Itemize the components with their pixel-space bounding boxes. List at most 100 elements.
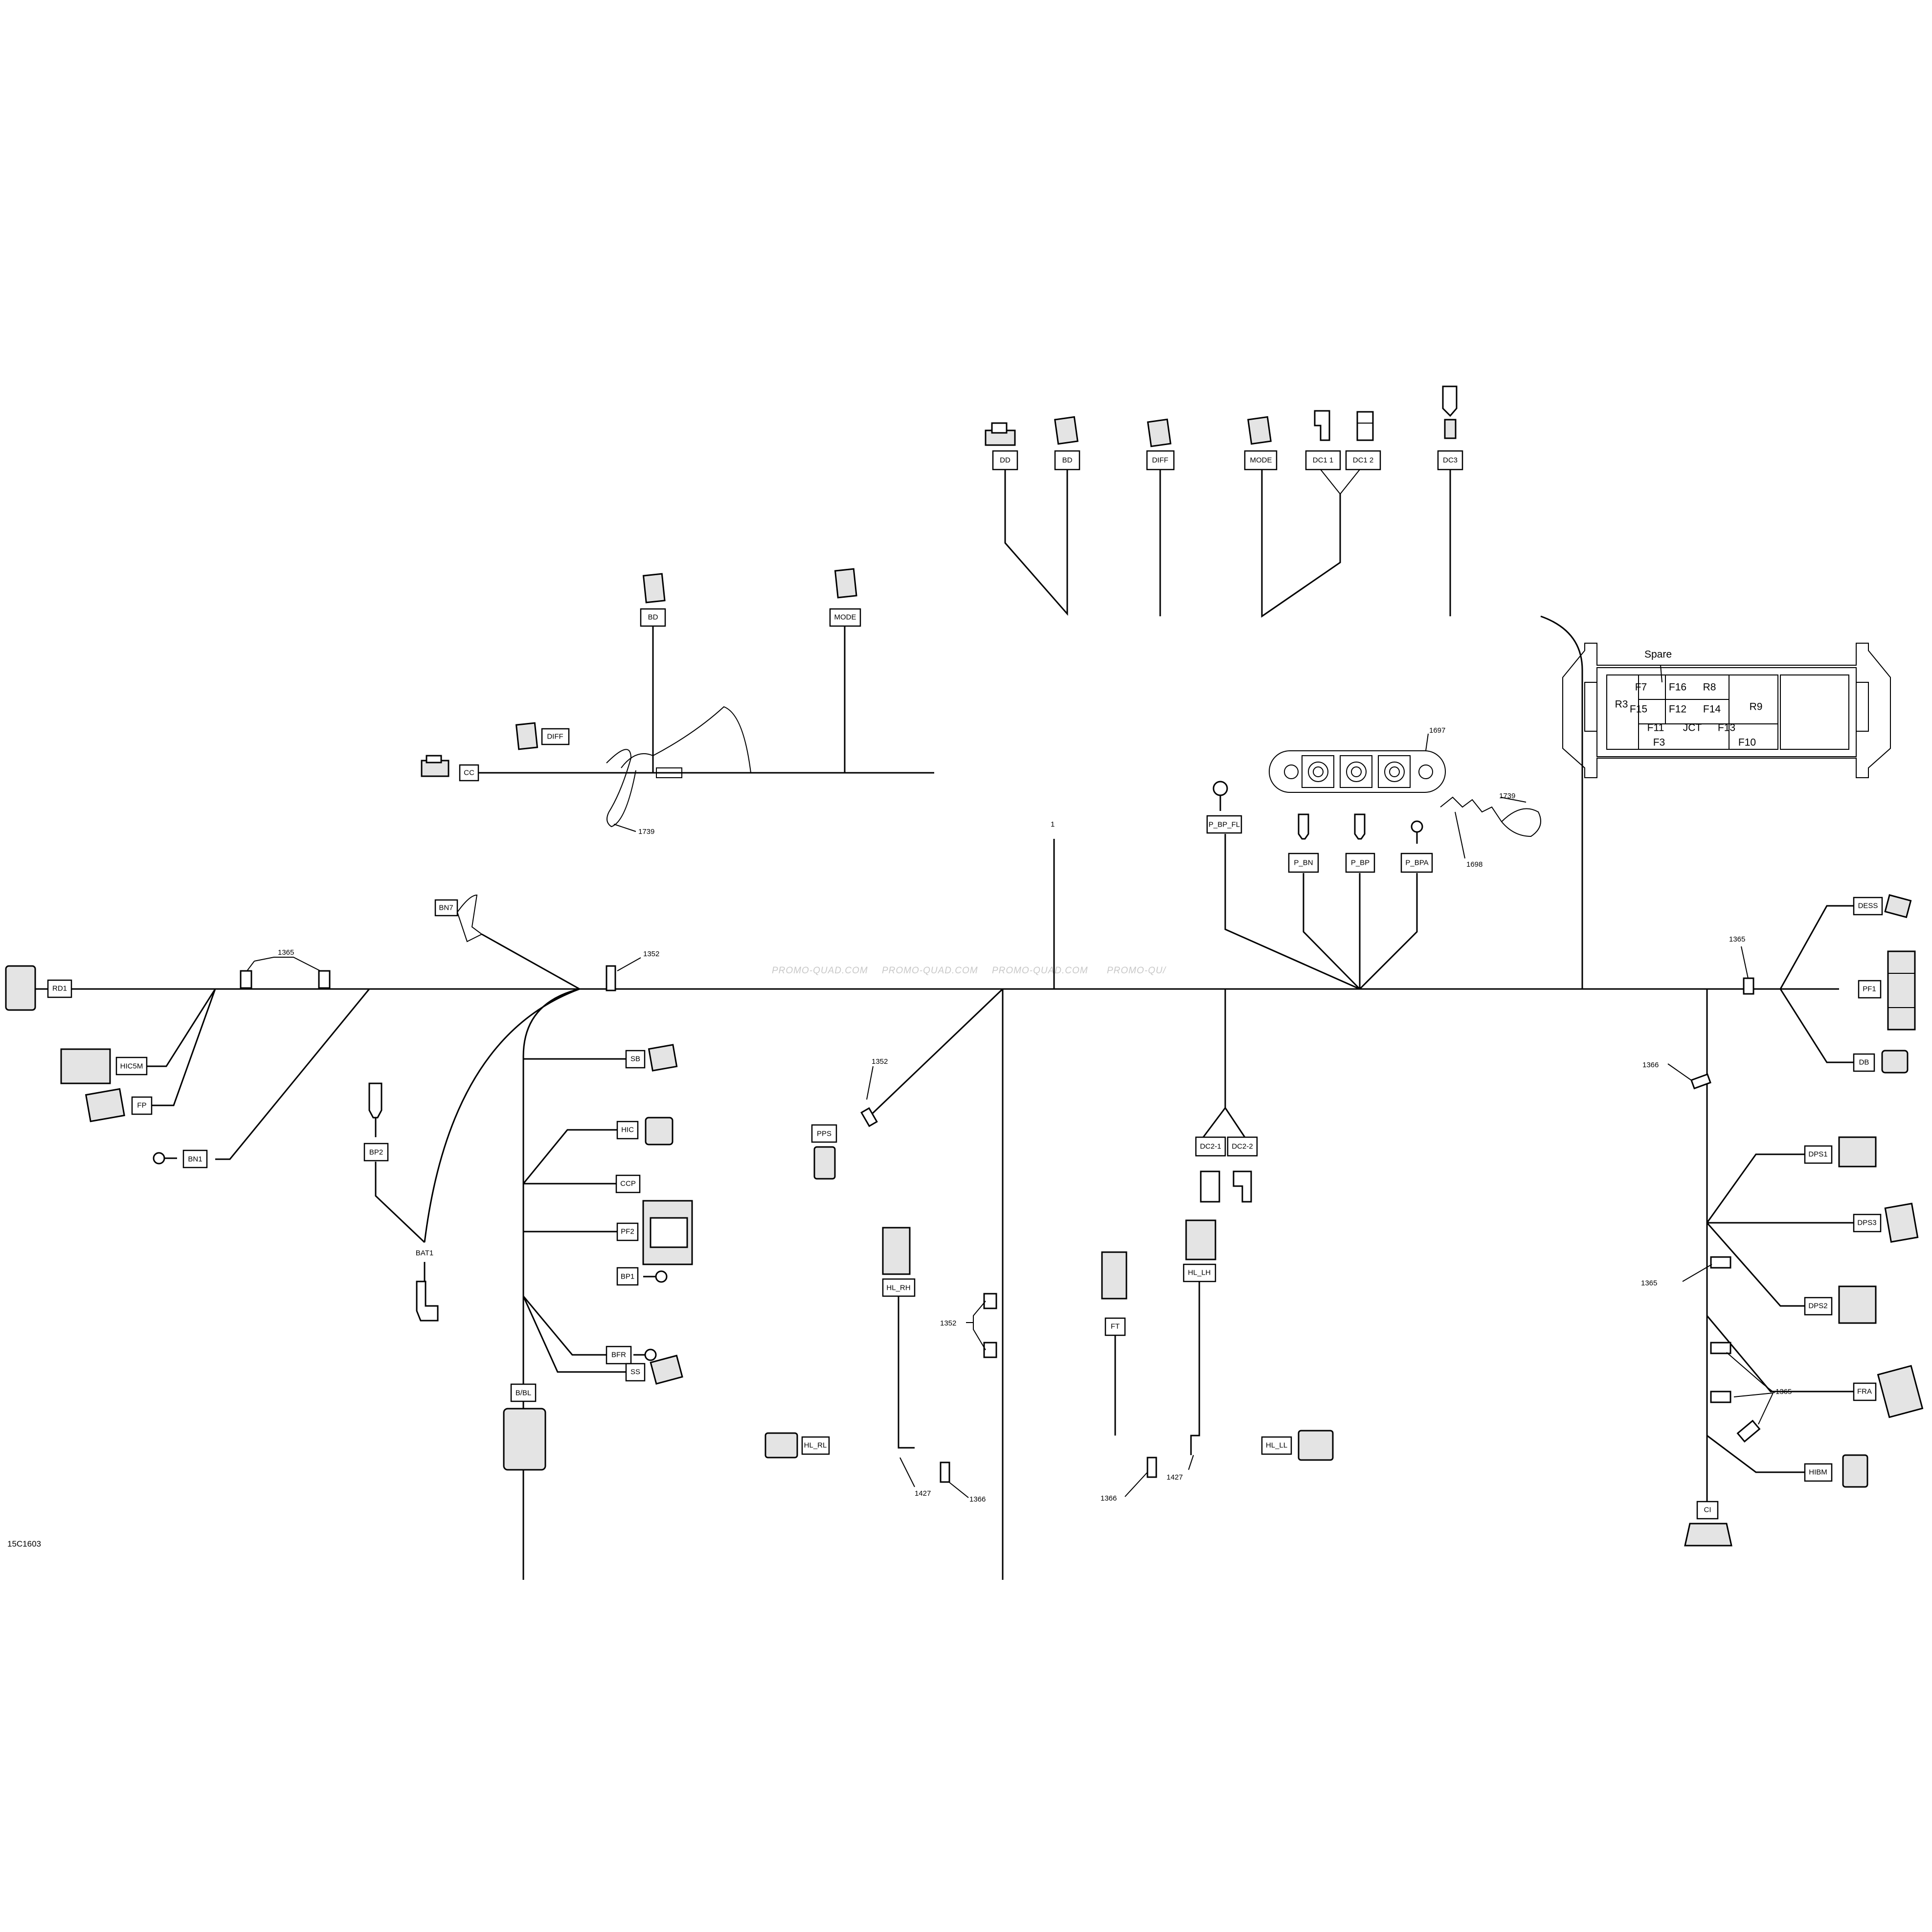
terminal-bfr[interactable]: BFR <box>606 1346 657 1365</box>
fuse-cell: F14 <box>1703 704 1721 715</box>
fuse-cell: R9 <box>1750 701 1763 713</box>
connector-label: DC1 1 <box>1313 456 1334 465</box>
connector-hic5m[interactable]: HIC5M <box>60 1048 148 1084</box>
callout-number: 1366 <box>1101 1494 1117 1503</box>
connector-fra[interactable]: FRA <box>1853 1365 1924 1418</box>
connector-label: P_BP_FL <box>1209 821 1240 829</box>
connector-label: HL_LL <box>1266 1441 1287 1450</box>
connector-diff-mid[interactable]: DIFF <box>515 722 570 750</box>
connector-rd1[interactable]: RD1 <box>5 965 72 1011</box>
connector-pf2[interactable]: PF2 <box>616 1200 693 1265</box>
connector-ss[interactable]: SS <box>625 1354 683 1385</box>
dc2-group: DC2-1 DC2-2 <box>1195 989 1258 1203</box>
fuse-spare-label: Spare <box>1644 649 1672 660</box>
callout-number: 1697 <box>1429 726 1445 735</box>
callout-number: 1427 <box>915 1489 931 1498</box>
connector-dc2-1[interactable]: DC2-1 <box>1195 1136 1226 1203</box>
terminal-bat1[interactable]: BAT1 <box>416 1249 439 1322</box>
connector-dc1-1[interactable]: DC1 1 <box>1305 410 1341 471</box>
connector-mode-top[interactable]: MODE <box>1244 416 1278 471</box>
connector-label: DB <box>1859 1058 1869 1067</box>
connector-label: HL_RH <box>886 1284 910 1292</box>
callout-number: 1365 <box>1729 935 1745 944</box>
connector-label: SB <box>630 1055 640 1063</box>
connector-label: DPS2 <box>1808 1302 1827 1310</box>
callout-number: 1739 <box>1499 792 1515 800</box>
upper-left-branch: 1739 BD MODE DIFF CC <box>421 568 934 836</box>
connector-diff-top[interactable]: DIFF <box>1146 418 1175 471</box>
terminal-p-bn[interactable]: P_BN <box>1288 813 1319 873</box>
terminal-bn1[interactable]: BN1 <box>153 1149 208 1168</box>
connector-bd-top[interactable]: BD <box>1054 416 1080 471</box>
left-region: RD1 1365 HIC5M FP BN1 <box>5 894 693 1580</box>
connector-label: DC3 <box>1443 456 1458 465</box>
connector-label: BD <box>648 613 658 622</box>
callout-number: 1365 <box>278 948 294 957</box>
connector-cc[interactable]: CC <box>421 755 479 782</box>
right-end-group: 1365 DESS PF1 DB <box>1729 894 1916 1074</box>
terminal-p-bp-fl[interactable]: P_BP_FL <box>1206 781 1242 834</box>
fuse-cell: F10 <box>1738 737 1756 748</box>
terminal-p-bp[interactable]: P_BP <box>1345 813 1375 873</box>
connector-ft[interactable]: FT 1366 <box>1101 1251 1157 1503</box>
connector-label: RD1 <box>52 985 67 993</box>
fuse-box: Spare F7 F16 R8 R3 F15 F12 F14 R9 F11 JC… <box>1562 643 1891 778</box>
connector-hl-ll[interactable]: HL_LL <box>1261 1430 1334 1461</box>
connector-hic[interactable]: HIC <box>616 1117 674 1146</box>
connector-dc3[interactable]: DC3 <box>1437 385 1463 471</box>
connector-hl-rl[interactable]: HL_RL <box>764 1432 830 1459</box>
connector-label: FT <box>1111 1323 1120 1331</box>
connector-pps[interactable]: PPS <box>811 1124 837 1180</box>
fuse-cell: F3 <box>1653 737 1665 748</box>
connector-sb[interactable]: SB <box>625 1044 678 1072</box>
connector-mode-mid[interactable]: MODE <box>829 568 861 627</box>
connector-label: BAT1 <box>416 1249 433 1258</box>
diagram-reference: 15C1603 <box>7 1539 41 1549</box>
connector-label: BN7 <box>439 904 453 912</box>
callout-number: 1698 <box>1466 860 1483 869</box>
connector-fp[interactable]: FP <box>85 1088 153 1123</box>
terminal-bp2[interactable]: BP2 <box>363 1082 389 1162</box>
connector-label: HIC5M <box>120 1062 143 1071</box>
connector-pf1[interactable]: PF1 <box>1858 950 1916 1031</box>
connector-label: PF2 <box>621 1228 634 1236</box>
terminal-p-bpa[interactable]: P_BPA <box>1400 820 1433 873</box>
connector-hl-lh[interactable]: HL_LH 1427 <box>1167 1219 1216 1482</box>
connector-db[interactable]: DB <box>1853 1050 1909 1074</box>
fuse-cell: R8 <box>1703 682 1716 693</box>
connector-dc2-2[interactable]: DC2-2 <box>1227 1136 1258 1203</box>
connector-bd-mid[interactable]: BD <box>640 573 666 627</box>
connector-bn7[interactable]: BN7 <box>434 899 458 917</box>
connector-dps1[interactable]: DPS1 <box>1804 1136 1877 1168</box>
connector-label: HIC <box>621 1126 634 1134</box>
connector-label: SS <box>630 1368 640 1376</box>
connector-dd[interactable]: DD <box>985 422 1018 471</box>
connector-dps3[interactable]: DPS3 <box>1853 1202 1919 1243</box>
watermark-text: PROMO-QUAD.COM <box>772 966 868 976</box>
connector-label: B/BL <box>516 1389 532 1397</box>
connector-hibm[interactable]: HIBM <box>1804 1454 1868 1488</box>
callout-number: 1739 <box>638 828 654 836</box>
connector-label: CCP <box>620 1180 636 1188</box>
callout-number: 1427 <box>1167 1473 1183 1482</box>
connector-dc1-2[interactable]: DC1 2 <box>1345 411 1381 471</box>
connector-ccp[interactable]: CCP <box>615 1174 641 1193</box>
connector-label: P_BPA <box>1405 859 1428 867</box>
connector-label: CI <box>1704 1506 1711 1514</box>
fuse-cell: F7 <box>1635 682 1647 693</box>
connector-label: FRA <box>1857 1388 1872 1396</box>
callout-number: 1352 <box>940 1319 956 1327</box>
terminal-bp1[interactable]: BP1 <box>616 1267 668 1286</box>
callout-number: 1365 <box>1641 1279 1657 1287</box>
connector-dess[interactable]: DESS <box>1853 894 1912 919</box>
connector-dps2[interactable]: DPS2 <box>1804 1285 1877 1324</box>
wire-number: 1 <box>1051 820 1055 829</box>
connector-hl-rh[interactable]: HL_RH 1427 1366 <box>882 1227 986 1504</box>
power-terminal-group: 1697 1739 1698 P_BP_FL P_BN P_BP <box>1206 726 1541 990</box>
middle-region: 1352 PPS 1352 HL_RH 1427 1366 HL_RL <box>764 988 1334 1580</box>
connector-label: DIFF <box>1152 456 1168 465</box>
connector-label: FP <box>137 1101 146 1110</box>
fuse-cell: F11 <box>1647 722 1664 734</box>
connector-ci[interactable]: CI <box>1684 1501 1732 1547</box>
connector-b-bl[interactable]: B/BL <box>503 1383 546 1471</box>
